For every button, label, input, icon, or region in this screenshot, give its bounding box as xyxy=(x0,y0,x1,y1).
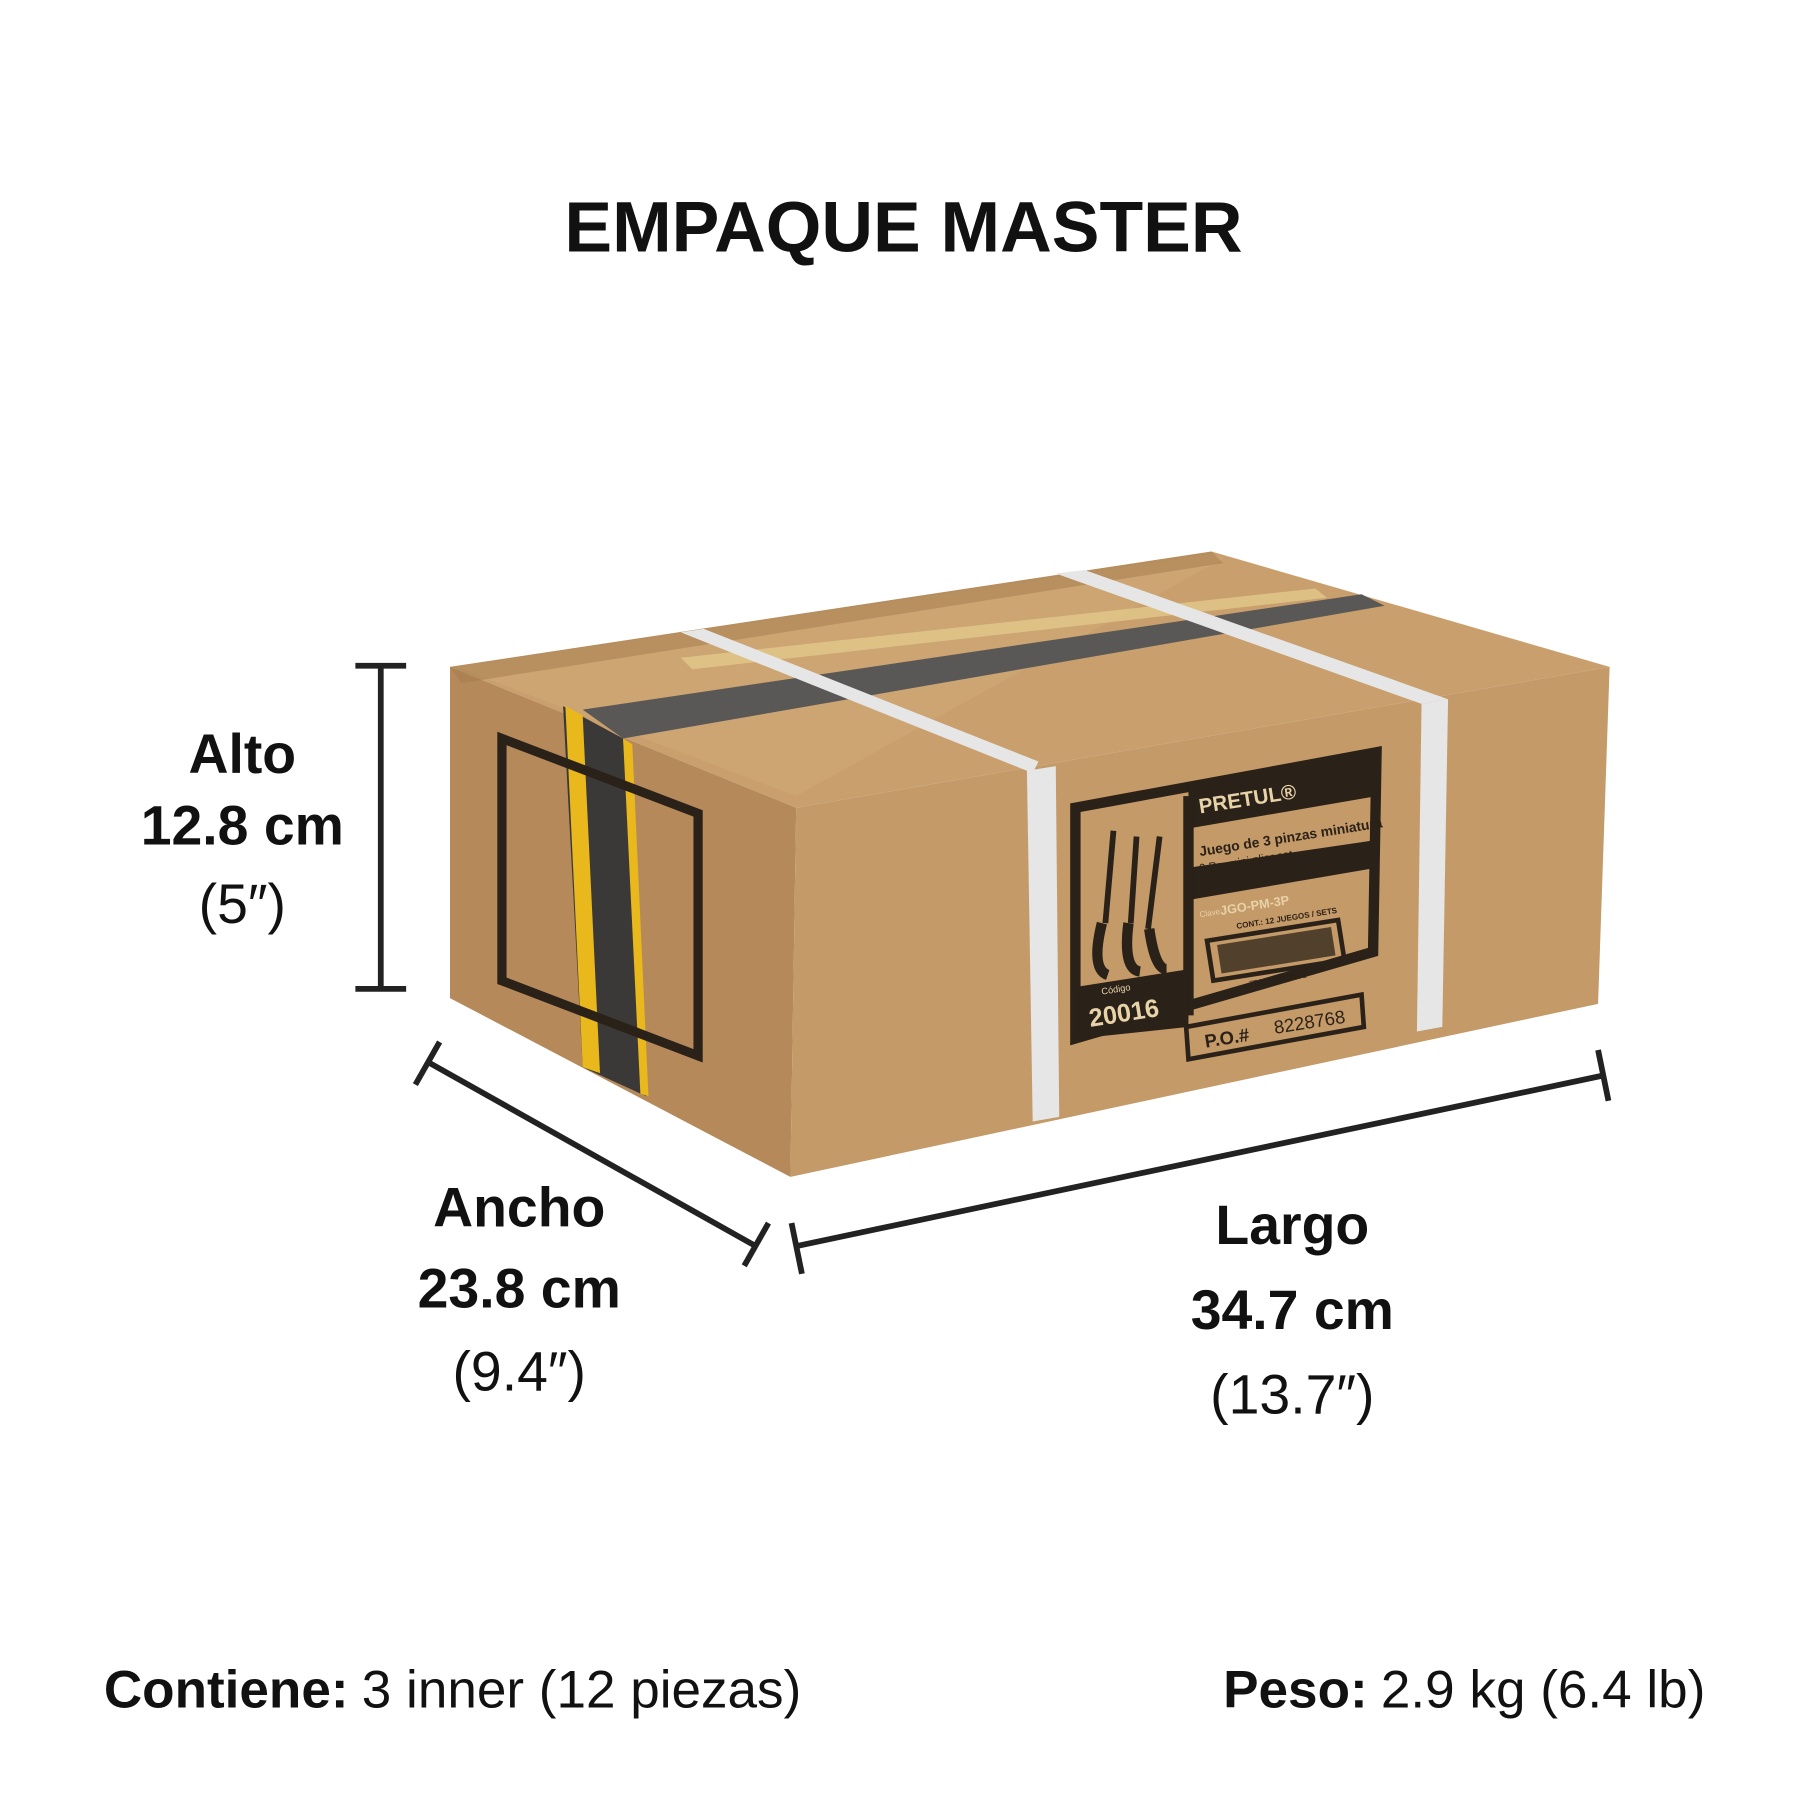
alto-imperial: (5″) xyxy=(199,873,286,935)
largo-dimension: Largo 34.7 cm (13.7″) xyxy=(1191,1194,1394,1426)
strap-front-2 xyxy=(1416,699,1449,1032)
contents-info: Contiene: 3 inner (12 piezas) xyxy=(104,1661,801,1720)
ancho-imperial: (9.4″) xyxy=(452,1340,585,1402)
contents-value: 3 inner (12 piezas) xyxy=(362,1661,801,1720)
alto-dimension: Alto 12.8 cm (5″) xyxy=(141,723,344,935)
contents-label: Contiene: xyxy=(104,1661,349,1720)
ancho-label: Ancho xyxy=(433,1177,605,1239)
tape-gray xyxy=(582,594,1385,739)
largo-label: Largo xyxy=(1215,1194,1369,1256)
alto-metric: 12.8 cm xyxy=(141,795,344,857)
ancho-metric: 23.8 cm xyxy=(418,1257,621,1319)
dimension-lines xyxy=(355,662,1612,1275)
strap-top-2 xyxy=(1055,570,1449,704)
tape-yellow xyxy=(565,706,600,1074)
box-front-face xyxy=(790,666,1610,1177)
page-title: EMPAQUE MASTER xyxy=(564,188,1242,268)
alto-label: Alto xyxy=(188,723,296,785)
largo-imperial: (13.7″) xyxy=(1210,1363,1374,1425)
strap-front-1 xyxy=(1026,766,1060,1122)
tape-yellow-2 xyxy=(623,738,649,1097)
strap-top-1 xyxy=(680,628,1039,774)
clave-label: Clave: xyxy=(1199,907,1223,919)
side-label xyxy=(497,731,703,1063)
codigo-label: Código xyxy=(1101,982,1131,996)
largo-metric: 34.7 cm xyxy=(1191,1279,1394,1341)
ancho-line xyxy=(425,1059,758,1249)
box-edge xyxy=(450,551,1224,684)
weight-label: Peso: xyxy=(1223,1661,1368,1720)
ancho-dimension: Ancho 23.8 cm (9.4″) xyxy=(418,1177,621,1403)
largo-line xyxy=(795,1072,1605,1249)
weight-value: 2.9 kg (6.4 lb) xyxy=(1381,1661,1705,1720)
master-box-illustration: PRETUL® Juego de 3 pinzas miniatura 3 Pc… xyxy=(450,551,1610,1177)
weight-info: Peso: 2.9 kg (6.4 lb) xyxy=(1223,1661,1705,1720)
